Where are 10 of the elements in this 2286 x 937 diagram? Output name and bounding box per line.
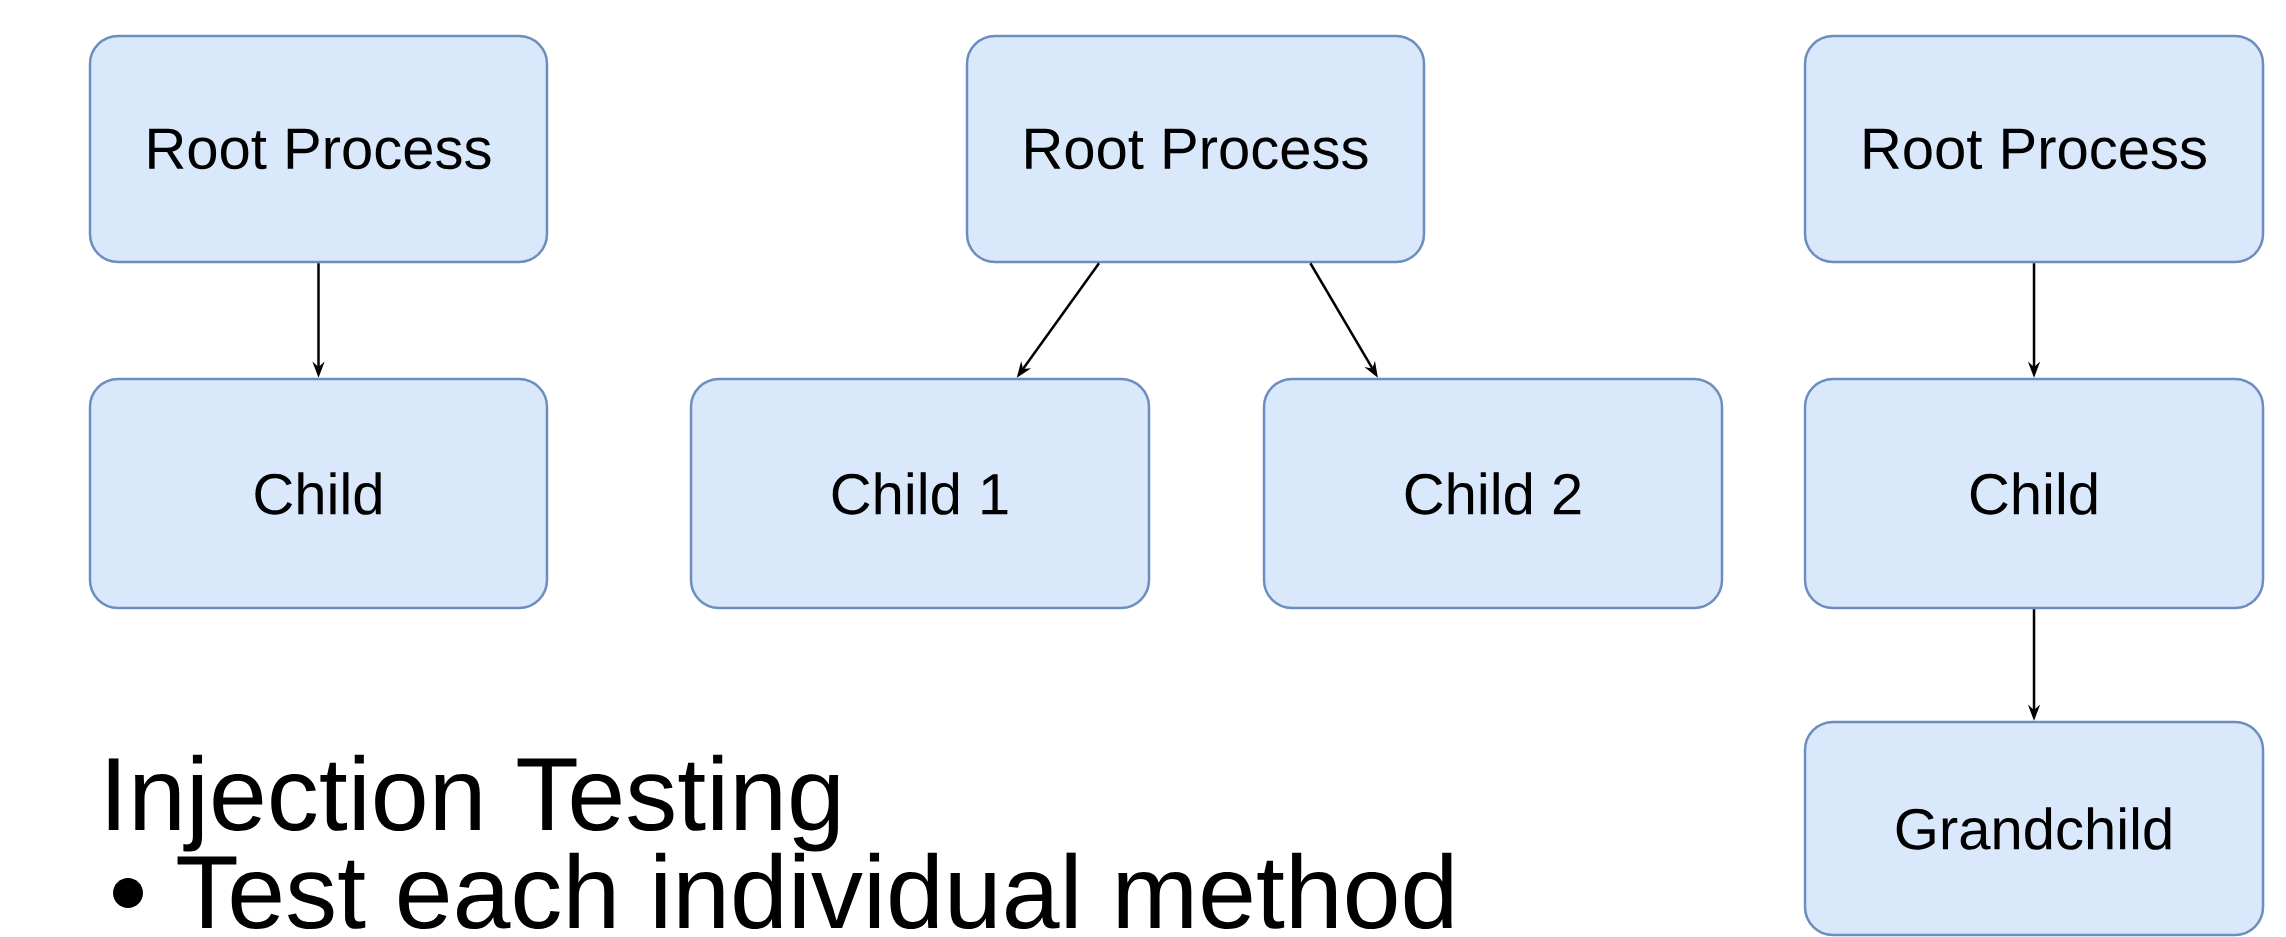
process-box: Root Process xyxy=(88,34,549,264)
process-box: Grandchild xyxy=(1803,720,2265,937)
heading: Injection Testing xyxy=(108,754,839,852)
bullet-text: Test each individual method xyxy=(177,852,1452,930)
process-box: Child 1 xyxy=(689,377,1151,610)
process-box: Child xyxy=(1803,377,2265,610)
process-box: Child xyxy=(88,377,549,610)
process-box: Child 2 xyxy=(1262,377,1724,610)
process-box: Root Process xyxy=(1803,34,2265,264)
process-box: Root Process xyxy=(965,34,1426,264)
